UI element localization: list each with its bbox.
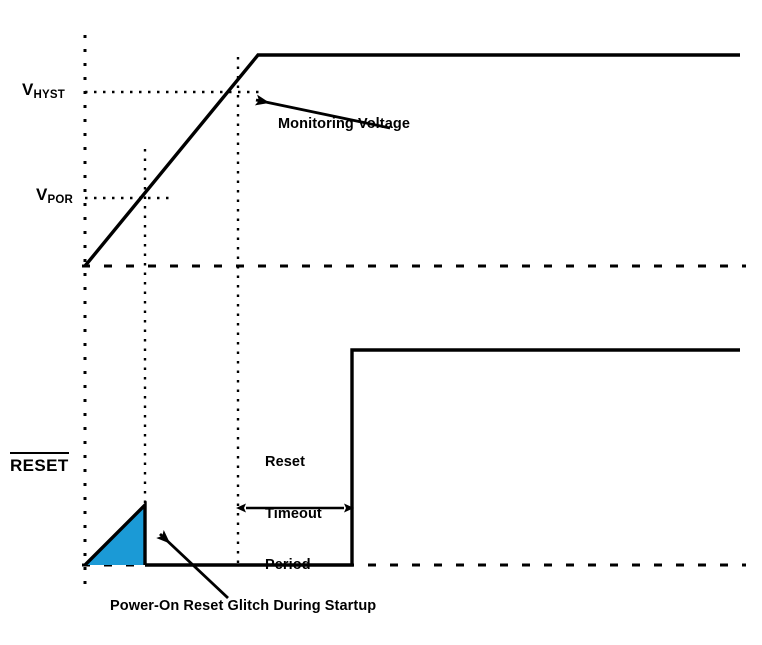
vertical-guide-lines — [83, 35, 240, 595]
monitoring-voltage-waveform — [83, 53, 740, 268]
axis-label-reset: RESET — [10, 452, 69, 476]
vhyst-base: V — [22, 80, 34, 99]
annotation-monitoring-voltage: Monitoring Voltage — [278, 116, 411, 132]
timeout-line-1: Reset — [265, 454, 305, 471]
glitch-outline — [83, 500, 147, 567]
reset-waveform — [83, 348, 740, 567]
vhyst-subscript: HYST — [33, 89, 66, 101]
annotation-power-on-reset-glitch: Power-On Reset Glitch During Startup — [110, 598, 377, 614]
glitch-leader — [156, 529, 229, 600]
axis-label-vhyst: VHYST — [22, 80, 66, 101]
callout-leaders — [156, 94, 391, 600]
timeout-line-2: Timeout — [265, 505, 322, 522]
voltage-level-guides — [85, 90, 262, 200]
baselines — [82, 264, 746, 567]
axis-label-vpor: VPOR — [36, 185, 74, 206]
timeout-line-3: Period — [265, 556, 311, 573]
reset-release-edge — [145, 348, 740, 567]
annotation-reset-timeout-period: Reset Timeout Period — [265, 420, 322, 608]
reset-label-text: RESET — [10, 452, 69, 476]
vpor-base: V — [36, 185, 48, 204]
vpor-subscript: POR — [47, 194, 74, 206]
monitoring-voltage-leader — [254, 94, 391, 130]
